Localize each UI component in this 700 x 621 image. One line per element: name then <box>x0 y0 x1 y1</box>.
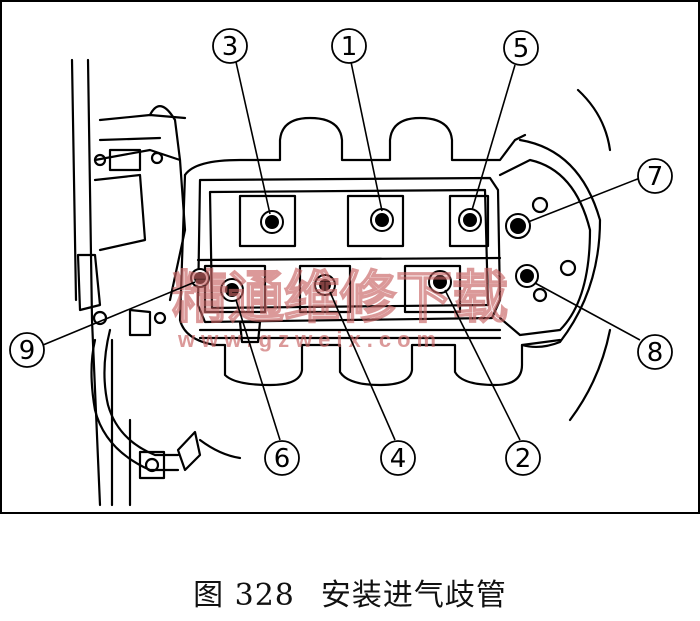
callout-label-7: 7 <box>647 162 664 192</box>
engine-drawing <box>70 58 612 507</box>
bolts <box>190 208 539 302</box>
callout-circle-4 <box>380 440 416 476</box>
watermark-chinese: 精通维修下载 <box>172 266 508 331</box>
watermark-url: www.gzweix.com <box>177 327 442 352</box>
callout-circle-5 <box>503 30 539 66</box>
callout-label-8: 8 <box>647 338 664 368</box>
callout-label-9: 9 <box>19 336 36 366</box>
callouts <box>9 28 673 476</box>
callout-label-2: 2 <box>515 444 532 474</box>
callout-circle-9 <box>9 332 45 368</box>
figure-number: 图 328 <box>193 578 295 613</box>
callout-circle-3 <box>212 28 248 64</box>
leader-lines <box>42 61 641 441</box>
callout-label-5: 5 <box>513 34 530 64</box>
callout-label-6: 6 <box>274 444 291 474</box>
callout-circle-8 <box>637 334 673 370</box>
figure-border <box>0 0 700 514</box>
callout-circle-1 <box>331 28 367 64</box>
callout-label-3: 3 <box>222 32 239 62</box>
callout-circle-2 <box>505 440 541 476</box>
callout-circle-6 <box>264 440 300 476</box>
figure-caption: 图 328 安装进气歧管 <box>0 570 700 614</box>
figure-title: 安装进气歧管 <box>320 578 507 613</box>
callout-circle-7 <box>637 158 673 194</box>
intake-manifold-diagram: 精通维修下载 www.gzweix.com 3 1 5 7 8 9 6 4 2 <box>0 0 700 514</box>
callout-label-1: 1 <box>341 32 358 62</box>
callout-label-4: 4 <box>390 444 407 474</box>
